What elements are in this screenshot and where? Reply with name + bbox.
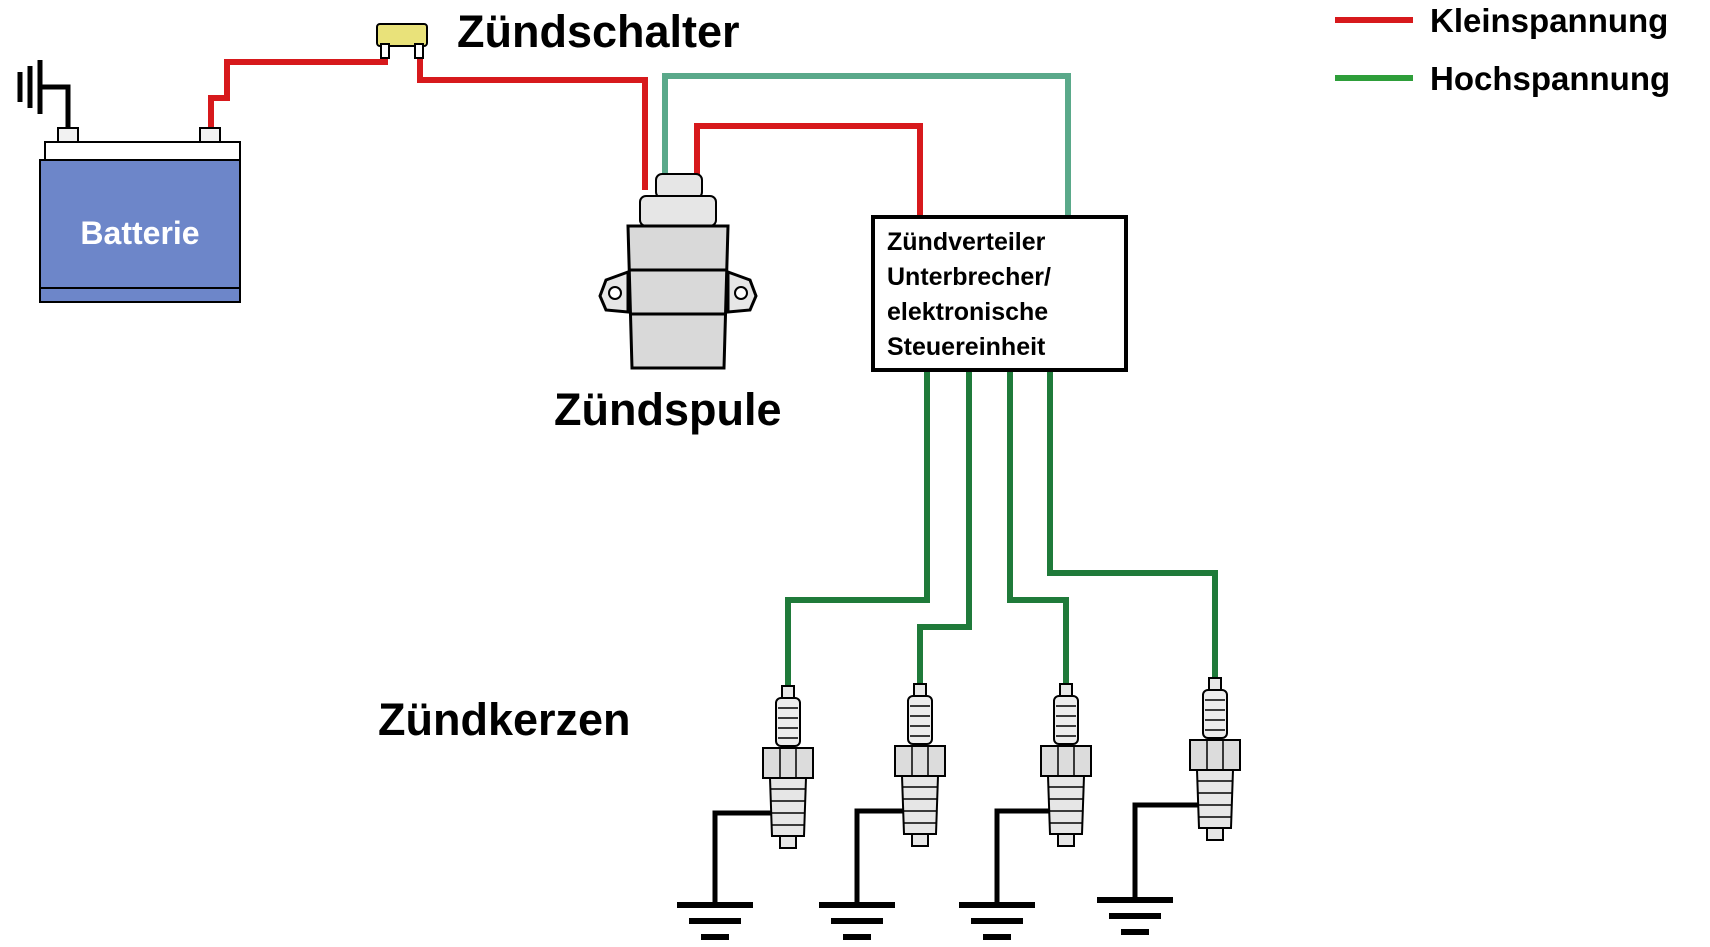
distributor-box: Zündverteiler Unterbrecher/ elektronisch… (871, 215, 1128, 372)
ground-icon (1097, 900, 1173, 932)
spark-plugs-label: Zündkerzen (378, 694, 631, 745)
ground-symbols (677, 900, 1173, 937)
plug-wire-3 (1007, 370, 1069, 690)
battery: Batterie (17, 60, 241, 303)
high-voltage-wires (785, 370, 1218, 690)
spark-plugs (762, 677, 1241, 849)
ignition-coil-icon (598, 173, 758, 370)
coil-to-distributor-wire (694, 123, 923, 217)
spark-plug-icon (894, 683, 946, 847)
distributor-line-2: Unterbrecher/ (887, 263, 1051, 291)
spark-plug-icon (762, 685, 814, 849)
ground-icon (819, 905, 895, 937)
ground-icon (959, 905, 1035, 937)
plug-wire-2 (917, 370, 972, 690)
ignition-coil-label: Zündspule (554, 384, 781, 435)
switch-to-coil-wire (417, 42, 648, 190)
legend-label-low-voltage: Kleinspannung (1430, 2, 1668, 39)
plug-ground-wires (712, 802, 1212, 905)
spark-plug-icon (1189, 677, 1241, 841)
plug-wire-1 (785, 370, 930, 690)
legend: Kleinspannung Hochspannung (1335, 2, 1670, 97)
ignition-switch-label: Zündschalter (457, 6, 740, 57)
battery-label: Batterie (80, 215, 199, 251)
battery-to-switch-wire (208, 42, 388, 128)
distributor-line-3: elektronische (887, 298, 1048, 326)
low-voltage-wires (208, 42, 923, 217)
fuse-icon (376, 23, 428, 59)
coil-high-voltage-lead (662, 73, 1071, 217)
plug-wire-4 (1047, 370, 1218, 690)
spark-plug-icon (1040, 683, 1092, 847)
legend-label-high-voltage: Hochspannung (1430, 60, 1670, 97)
battery-ground-icon (17, 60, 71, 128)
ground-icon (677, 905, 753, 937)
distributor-line-1: Zündverteiler (887, 228, 1046, 256)
distributor-line-4: Steuereinheit (887, 333, 1046, 361)
